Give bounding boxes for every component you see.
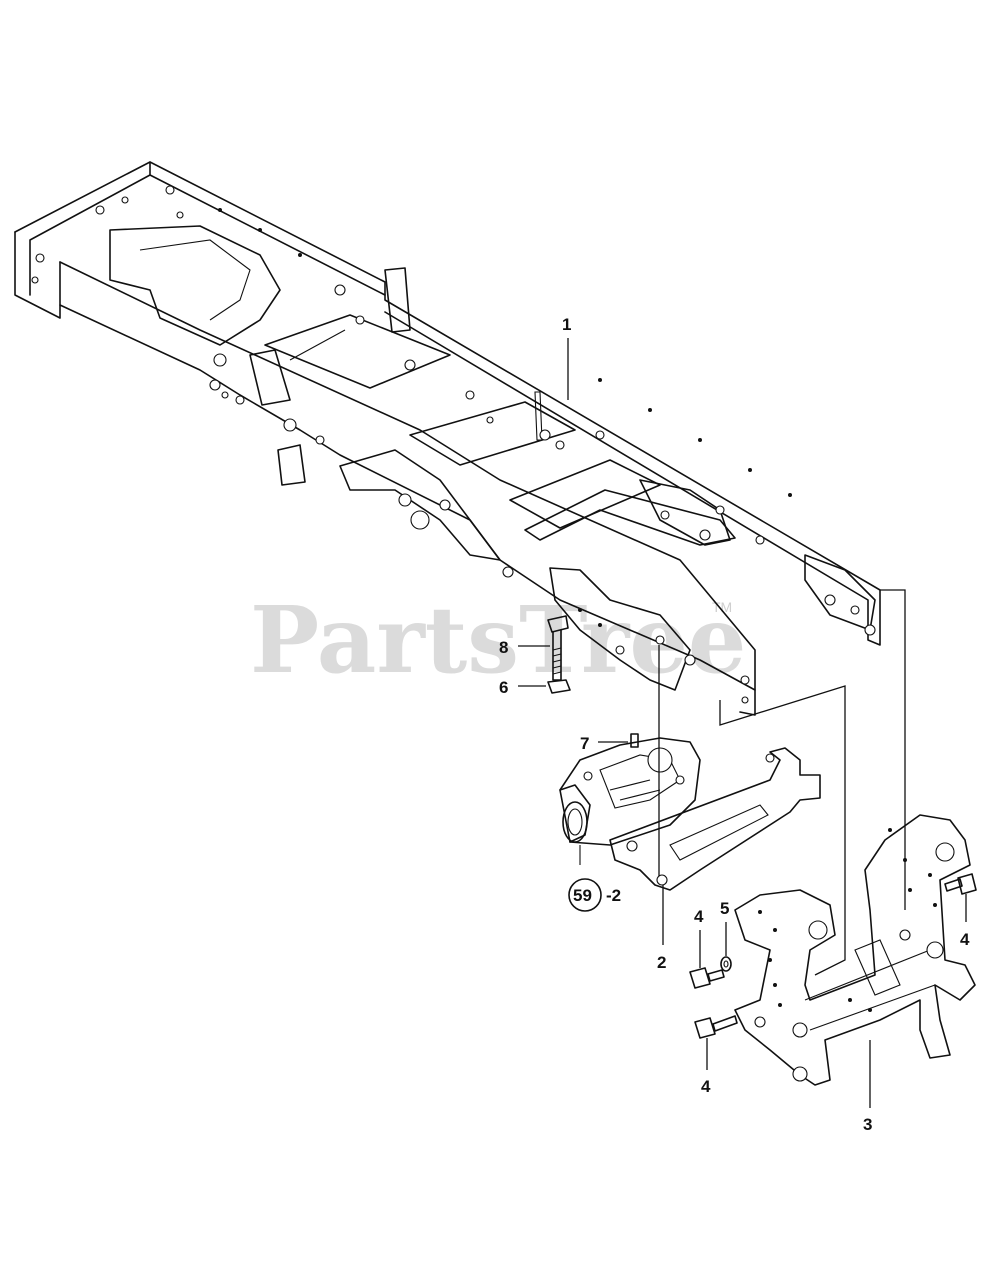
callout-nut[interactable]: 6 (499, 678, 508, 697)
ref-callout[interactable]: 59 -2 (568, 878, 621, 912)
bracket-rear[interactable] (734, 814, 976, 1086)
callout-washer[interactable]: 5 (720, 899, 729, 918)
callout-bracket-front[interactable]: 2 (657, 953, 666, 972)
bolt-long[interactable] (547, 615, 569, 681)
callout-frame[interactable]: 1 (562, 315, 571, 334)
bolt-lower[interactable] (694, 1015, 738, 1039)
guide-line-front (719, 685, 846, 976)
washer[interactable] (720, 956, 732, 972)
callout-bolt-right[interactable]: 4 (960, 930, 970, 949)
nut[interactable] (547, 679, 571, 694)
callout-bolt-lower[interactable]: 4 (701, 1077, 711, 1096)
callout-pin[interactable]: 7 (580, 734, 589, 753)
transaxle-assembly[interactable] (559, 737, 701, 865)
bolt-left[interactable] (689, 967, 725, 989)
guide-line-rear (880, 589, 906, 910)
ref-suffix: -2 (606, 886, 621, 905)
bracket-front[interactable] (609, 747, 821, 891)
frame-holes (31, 185, 876, 704)
ref-circle-number: 59 (573, 886, 592, 905)
pin[interactable] (630, 733, 639, 748)
callout-bolt-left[interactable]: 4 (694, 907, 704, 926)
watermark-tm: TM (712, 599, 732, 615)
callout-bolt-long[interactable]: 8 (499, 638, 508, 657)
callout-bracket-rear[interactable]: 3 (863, 1115, 872, 1134)
bolt-right[interactable] (944, 873, 977, 895)
